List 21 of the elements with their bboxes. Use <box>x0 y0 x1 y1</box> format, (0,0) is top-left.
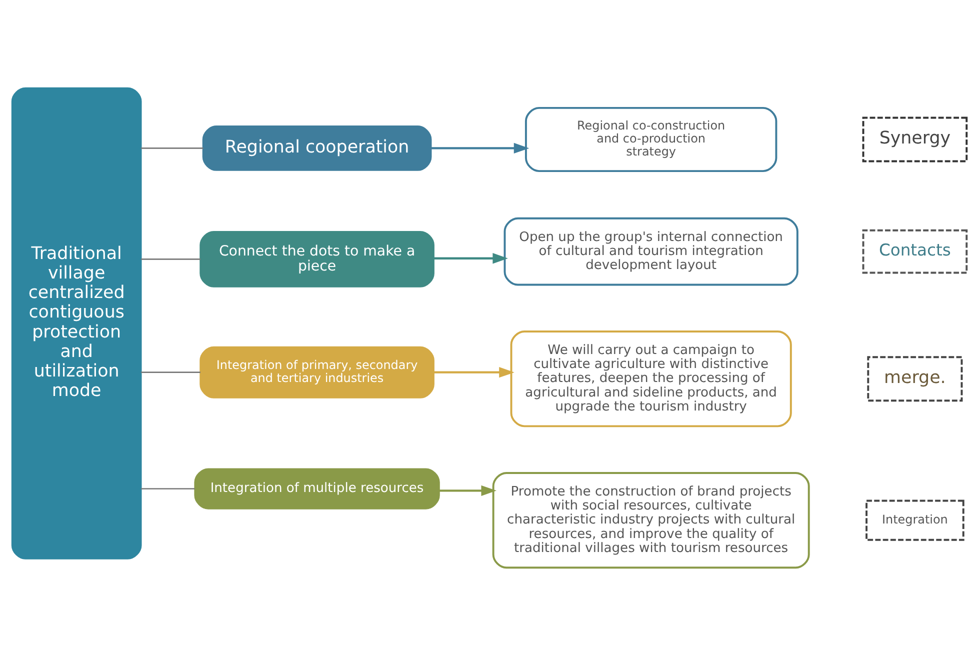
node-box: Integration of multiple resources <box>194 468 440 509</box>
node-box: Contacts <box>862 228 968 274</box>
arrow <box>431 142 530 154</box>
node-box: Open up the group's internal connection of cultural and tourism integration development layout <box>504 216 798 286</box>
connector <box>141 258 200 260</box>
arrow <box>439 484 496 496</box>
arrow <box>434 252 508 264</box>
node-box: Regional co-construction and co-production strategy <box>524 106 778 172</box>
node-box: We will carry out a campaign to cultivate agriculture with distinctive features, deepen the processing of agricultural and sideline products, and upgrade the tourism industry <box>510 330 792 427</box>
node-box: Regional cooperation <box>202 124 432 170</box>
node-box: Traditional village centralized contiguous protection and utilization mode <box>11 86 142 559</box>
node-box: Synergy <box>862 116 968 162</box>
node-box: Integration <box>866 499 964 540</box>
connector <box>141 371 200 372</box>
arrow <box>434 366 514 378</box>
connector <box>141 488 195 489</box>
node-box: Integration of primary, secondary and tertiary industries <box>200 346 434 398</box>
connector <box>141 147 204 148</box>
node-box: Promote the construction of brand projects with social resources, cultivate characteristic industry projects with cultural resources, and improve the quality of traditional villages with tourism resources <box>492 472 810 568</box>
node-box: merge. <box>867 356 963 402</box>
node-box: Connect the dots to make a piece <box>200 230 434 287</box>
